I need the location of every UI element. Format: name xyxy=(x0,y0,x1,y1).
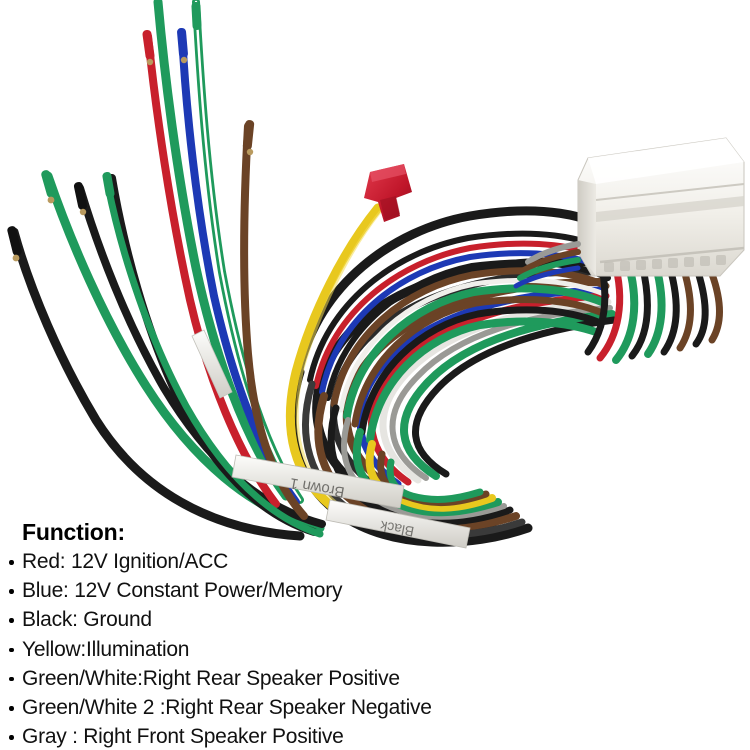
list-item-label: Blue: 12V Constant Power/Memory xyxy=(22,579,343,603)
list-item: Green/White:Right Rear Speaker Positive xyxy=(0,664,750,693)
wire-label-small-shape xyxy=(191,329,233,399)
list-item-label: Yellow:Illumination xyxy=(22,637,190,661)
white-connector-block-shape xyxy=(577,137,745,277)
wiring-harness-illustration: Brown 1 Black xyxy=(7,0,745,549)
svg-text:Black: Black xyxy=(378,518,416,540)
bullet-icon xyxy=(9,647,14,653)
list-item-label: Green/White 2 :Right Rear Speaker Negati… xyxy=(22,696,432,720)
list-item-label: Gray : Right Front Speaker Positive xyxy=(22,725,344,749)
bullet-icon xyxy=(9,560,14,565)
wiring-harness-photo: Brown 1 Black xyxy=(7,0,745,549)
red-fuse-holder-shape xyxy=(364,164,412,222)
wire-tips xyxy=(7,1,255,262)
wire-label-brown-1-shape: Brown 1 xyxy=(231,454,405,509)
function-description-block: Function: Red: 12V Ignition/ACC Blue: 12… xyxy=(0,518,750,750)
list-item: Black: Ground xyxy=(0,605,750,634)
bullet-icon xyxy=(9,706,14,711)
bullet-icon xyxy=(9,676,14,682)
list-item-label: Red: 12V Ignition/ACC xyxy=(22,550,229,573)
list-item: Green/White 2 :Right Rear Speaker Negati… xyxy=(0,693,750,722)
bullet-icon xyxy=(9,735,14,740)
function-heading: Function: xyxy=(22,519,125,545)
wire-label-black-shape: Black xyxy=(325,499,471,549)
bullet-icon xyxy=(9,589,14,594)
function-list: Red: 12V Ignition/ACC Blue: 12V Constant… xyxy=(0,547,750,750)
bullet-icon xyxy=(9,618,14,623)
list-item: Gray : Right Front Speaker Positive xyxy=(0,722,750,750)
list-item: Red: 12V Ignition/ACC xyxy=(0,547,750,576)
list-item-label: Black: Ground xyxy=(22,608,152,632)
list-item: Blue: 12V Constant Power/Memory xyxy=(0,576,750,605)
list-item-label: Green/White:Right Rear Speaker Positive xyxy=(22,666,400,690)
list-item: Yellow:Illumination xyxy=(0,635,750,664)
